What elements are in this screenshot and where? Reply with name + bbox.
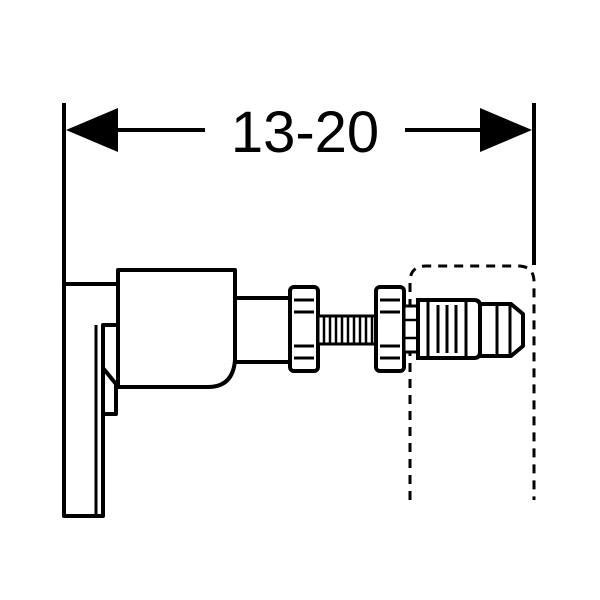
valve-body (116, 268, 237, 389)
support-flange (101, 366, 118, 416)
dimension-arrow-right-icon (480, 108, 532, 152)
dimension-arrow-left-icon (66, 108, 118, 152)
fitting-ribs (426, 300, 468, 358)
dashed-outline (408, 264, 536, 500)
outlet-pipe (233, 296, 292, 364)
rod-threads (322, 316, 374, 344)
fitting-end-cap (478, 302, 525, 358)
dimension-label: 13-20 (231, 100, 379, 165)
connector-collar (402, 304, 420, 354)
